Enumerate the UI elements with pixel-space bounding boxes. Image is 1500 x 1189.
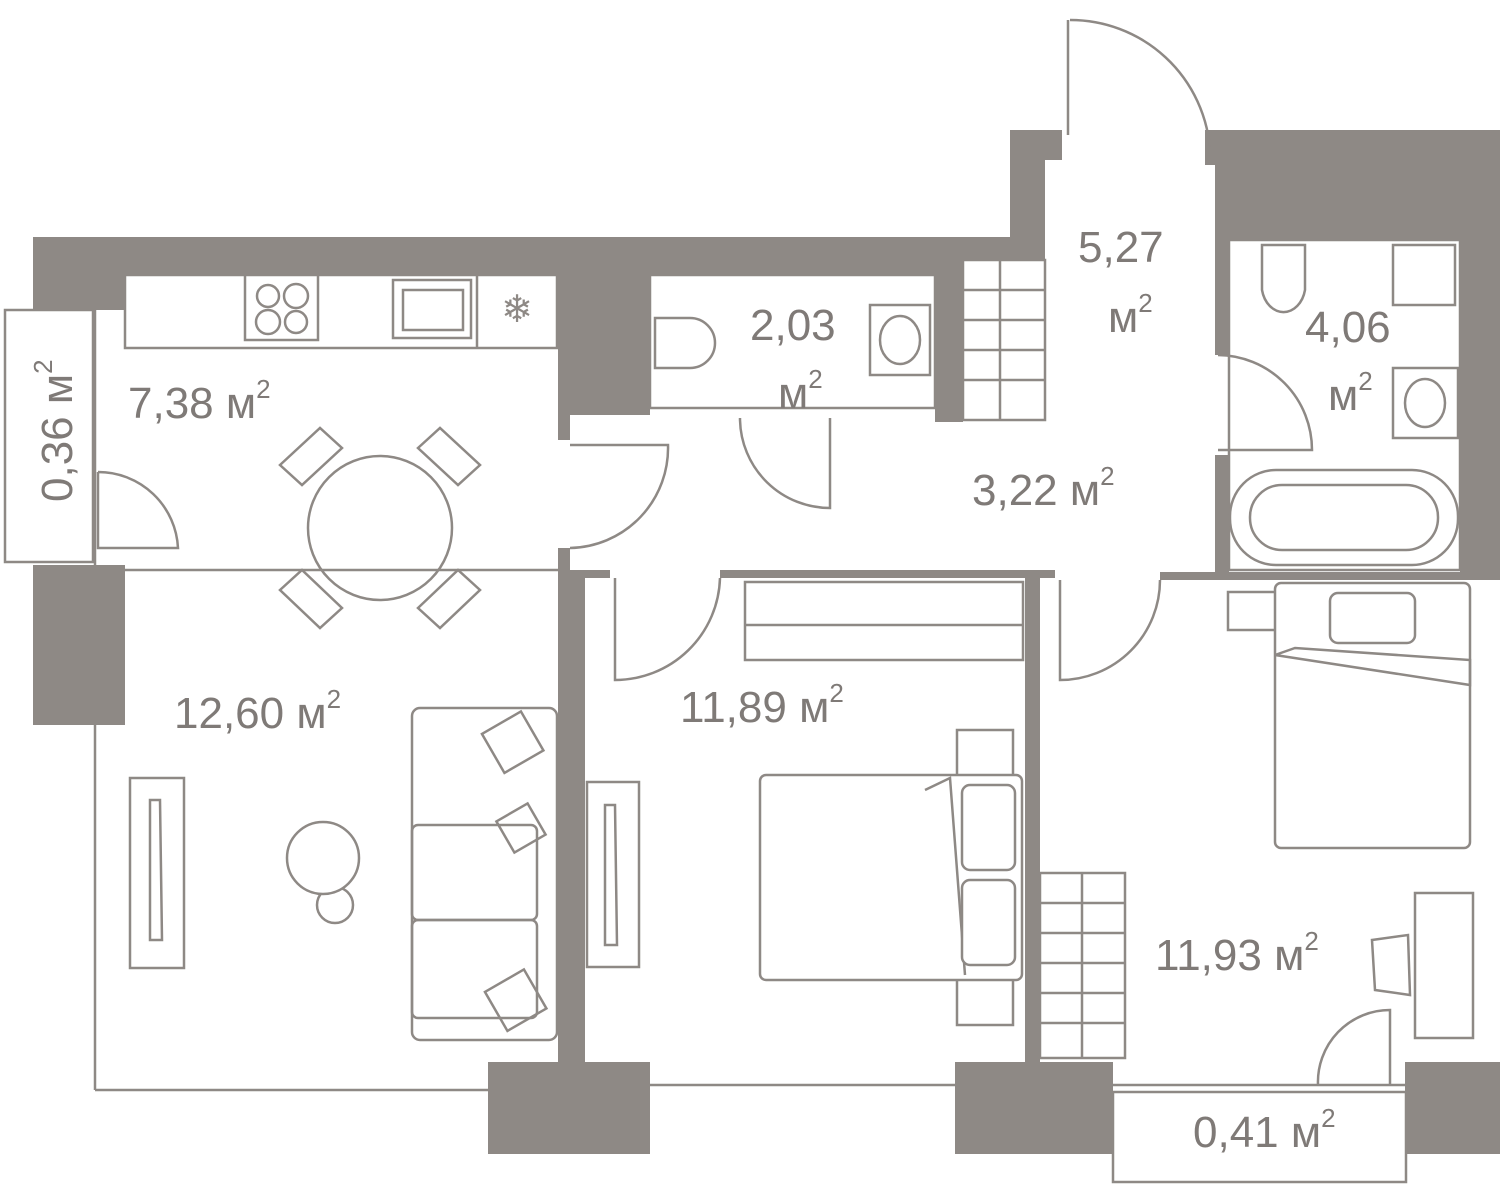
- bathroom-door: [1217, 353, 1314, 452]
- area-label-bedroom-2: 11,93 м2: [1155, 926, 1319, 980]
- area-label-bathroom-unit: м2: [1328, 366, 1373, 420]
- tv-stand: [585, 780, 641, 969]
- desk: [1413, 891, 1475, 1040]
- walls: [33, 130, 1500, 1154]
- entrance-door: [1069, 18, 1212, 160]
- balcony-bottom: [1111, 1090, 1408, 1184]
- area-label-bathroom: 4,06: [1305, 303, 1391, 352]
- kitchen-furniture: ❄: [95, 273, 559, 630]
- area-label-balcony-left: 0,36 м2: [28, 359, 82, 502]
- kitchen-door: [569, 443, 670, 550]
- chairs: [278, 426, 482, 630]
- dining-table: [306, 454, 454, 602]
- balcony-door-bottom: [1316, 1008, 1392, 1086]
- area-label-corridor: 3,22 м2: [972, 461, 1115, 515]
- toilet-door: [738, 418, 832, 510]
- area-labels: 7,38 м2 12,60 м2 2,03 м2 5,27 м2 4,06 м2…: [28, 223, 1391, 1157]
- windows: [93, 20, 1405, 1092]
- coffee-table: [285, 820, 361, 896]
- living-furniture: [128, 706, 559, 1042]
- tv-stand: [128, 776, 186, 970]
- wardrobe: [743, 580, 1025, 662]
- wardrobe-entrance: [961, 258, 1047, 422]
- bedroom1-door: [613, 577, 722, 682]
- balcony-left: [3, 308, 95, 564]
- area-label-toilet-unit: м2: [778, 364, 823, 418]
- toilet-furniture: [648, 273, 937, 410]
- bedroom2-furniture: [1038, 581, 1475, 1060]
- area-label-bedroom-1: 11,89 м2: [680, 678, 844, 732]
- bedroom1-furniture: [585, 580, 1025, 1027]
- bed: [758, 773, 1024, 982]
- area-label-living-room: 12,60 м2: [174, 684, 341, 738]
- fridge-snowflake-icon: ❄: [501, 289, 533, 331]
- bathroom-furniture: [1227, 238, 1462, 572]
- bathtub: [1228, 468, 1460, 567]
- area-label-entrance: 5,27: [1078, 223, 1164, 272]
- area-label-kitchen: 7,38 м2: [128, 374, 271, 428]
- doors[interactable]: [96, 18, 1392, 1086]
- area-label-entrance-unit: м2: [1108, 288, 1153, 342]
- balcony-door: [96, 470, 180, 550]
- chair: [1370, 933, 1412, 997]
- bedroom2-door: [1058, 579, 1162, 682]
- area-label-toilet: 2,03: [750, 301, 836, 350]
- stove-icon: [243, 273, 320, 342]
- area-label-balcony-bottom: 0,41 м2: [1193, 1103, 1336, 1157]
